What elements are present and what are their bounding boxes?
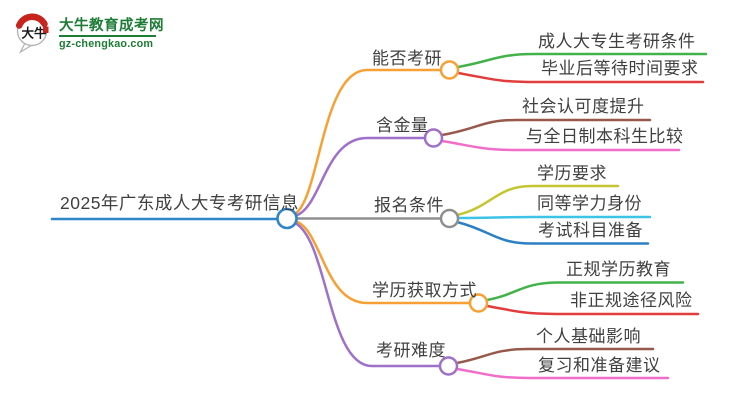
child-2-1-connector [456,215,652,220]
child-2-2-label[interactable]: 考试科目准备 [538,221,643,240]
branch-0-label[interactable]: 能否考研 [372,49,442,68]
root-node-circle[interactable] [276,207,298,230]
branch-2-circle[interactable] [439,208,460,229]
red-seal [43,26,49,33]
site-logo: 大牛 大牛教育成考网 gz-chengkao.com [15,12,164,56]
branch-1-circle[interactable] [423,128,444,148]
child-0-0-connector [456,52,708,69]
child-2-2-connector [455,220,650,245]
branch-4-label[interactable]: 考研难度 [376,341,446,360]
child-2-0-connector [455,184,620,217]
branch-1-label[interactable]: 含金量 [376,116,429,135]
site-url: gz-chengkao.com [59,38,154,50]
child-1-1-label[interactable]: 与全日制本科生比较 [526,127,684,146]
branch-4-circle[interactable] [438,356,459,376]
child-4-0-connector [455,347,655,365]
red-cap [15,13,48,29]
child-0-1-label[interactable]: 毕业后等待时间要求 [541,59,699,78]
child-3-0-label[interactable]: 正规学历教育 [566,260,671,279]
icon-characters: 大牛 [22,26,48,41]
child-1-1-connector [440,139,681,152]
logo-text-column: 大牛教育成考网 gz-chengkao.com [59,12,164,50]
child-3-1-connector [485,304,700,316]
child-0-0-label[interactable]: 成人大专生考研条件 [538,32,696,51]
child-0-1-connector [456,71,705,84]
branch-3-connector [293,219,472,305]
child-1-0-connector [440,118,652,137]
ox-speech-bubble-icon: 大牛 [15,13,49,54]
child-2-1-label[interactable]: 同等学力身份 [537,194,642,213]
site-name: 大牛教育成考网 [59,18,164,34]
central-topic-label[interactable]: 2025年广东成人大专考研信息 [60,193,299,213]
child-2-0-label[interactable]: 学历要求 [537,164,607,183]
branch-3-label[interactable]: 学历获取方式 [372,281,477,300]
branch-1-connector [293,136,427,218]
child-4-1-label[interactable]: 复习和准备建议 [538,356,661,375]
logo-divider [59,35,156,37]
child-1-0-label[interactable]: 社会认可度提升 [522,97,645,116]
child-3-0-connector [485,281,685,302]
child-4-1-connector [455,367,670,380]
branch-0-connector [293,68,443,216]
branch-4-connector [293,221,442,368]
child-3-1-label[interactable]: 非正规途径风险 [570,291,693,310]
branch-0-circle[interactable] [439,60,460,80]
branch-3-circle[interactable] [468,293,489,313]
child-4-0-label[interactable]: 个人基础影响 [536,327,641,346]
branch-2-label[interactable]: 报名条件 [374,196,444,215]
